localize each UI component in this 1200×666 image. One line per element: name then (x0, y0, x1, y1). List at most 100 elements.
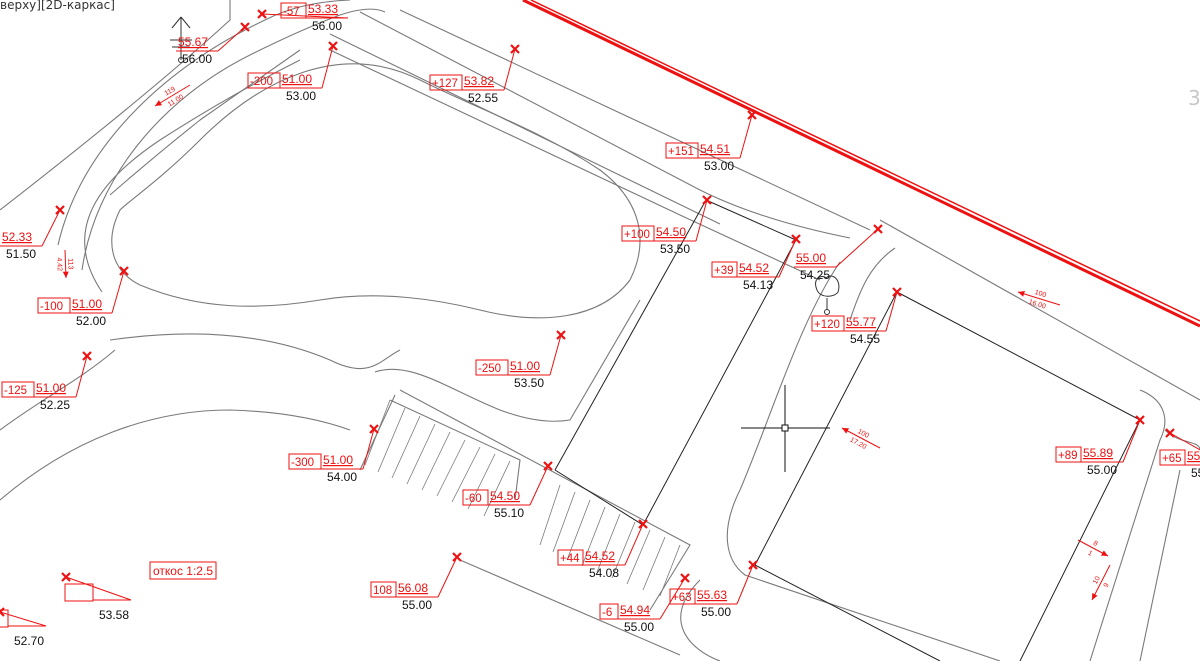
slope-value-text: 100 (856, 428, 870, 440)
design-elevation-text: 55.77 (846, 315, 876, 329)
existing-elevation-text: 53.58 (99, 608, 129, 622)
existing-elevation-text: 53.50 (660, 242, 690, 256)
existing-elevation-text: 53.00 (704, 159, 734, 173)
existing-elevation-text: 55.00 (402, 598, 432, 612)
existing-elevation-text: 54.00 (327, 470, 357, 484)
elevation-marker: 52.33 51.50 (0, 205, 65, 261)
elevation-marker: +151 54.51 53.00 (665, 110, 757, 173)
tree-symbol-icon (170, 16, 192, 63)
design-elevation-text: 51.00 (282, 72, 312, 86)
delta-text: +127 (432, 78, 458, 90)
delta-text: -300 (291, 457, 314, 469)
existing-elevation-text: 53.00 (286, 89, 316, 103)
delta-text: +120 (814, 319, 840, 331)
delta-text: -57 (283, 6, 300, 18)
delta-text: +89 (1058, 450, 1078, 462)
elevation-marker: 53.58 (61, 572, 132, 622)
design-elevation-text: 51.00 (323, 453, 353, 467)
design-elevation-text: 51.00 (510, 359, 540, 373)
existing-elevation-text: 54.13 (743, 278, 773, 292)
existing-elevation-text: 54.08 (589, 566, 619, 580)
existing-elevation-text: 53.50 (514, 376, 544, 390)
elevation-marker: -200 51.00 53.00 (247, 41, 338, 103)
slope-note-text: откос 1:2.5 (153, 564, 213, 578)
point-cross-icon (0, 607, 5, 617)
slope-value-text: 113 (66, 258, 73, 270)
design-elevation-text: 55.67 (178, 35, 208, 49)
design-elevation-text: 55.00 (796, 251, 826, 265)
design-elevation-text: 53.33 (308, 2, 338, 16)
hatched-strip (364, 399, 681, 597)
pole-symbol-icon (815, 275, 840, 315)
delta-text: +100 (624, 229, 650, 241)
existing-elevation-text: 55.00 (1191, 466, 1200, 480)
design-elevation-text: 54.52 (739, 261, 769, 275)
delta-text: 108 (373, 585, 392, 597)
design-elevation-text: 54.50 (490, 489, 520, 503)
elevation-marker: 52.70 (0, 607, 47, 648)
slope-value-text: 100 (1034, 289, 1047, 299)
elevation-marker: -125 51.00 52.25 (1, 351, 92, 412)
design-elevation-text: 55.89 (1083, 446, 1113, 460)
cursor-crosshair[interactable] (741, 385, 830, 472)
slope-length-text: 1 (1087, 550, 1094, 558)
delta-text: +151 (668, 146, 694, 158)
design-elevation-text: 56.08 (398, 581, 428, 595)
slope-value-text: 10 (1092, 575, 1102, 585)
existing-elevation-text: 52.70 (14, 634, 44, 648)
arrow-head-icon (1101, 550, 1108, 556)
delta-text: -100 (40, 301, 63, 313)
elevation-marker: 55.00 54.25 (794, 224, 883, 282)
delta-text: -60 (465, 493, 482, 505)
existing-elevation-text: 55.00 (1087, 463, 1117, 477)
design-elevation-text: 55.63 (697, 588, 727, 602)
delta-text: +65 (1162, 453, 1182, 465)
design-elevation-text: 54.94 (620, 603, 650, 617)
delta-text: -250 (478, 363, 501, 375)
elevation-marker: -60 54.50 55.10 (462, 461, 553, 520)
existing-elevation-text: 54.25 (800, 268, 830, 282)
existing-elevation-text: 52.25 (40, 398, 70, 412)
slope-note: откос 1:2.5 (149, 561, 217, 580)
design-elevation-text: 51.00 (36, 381, 66, 395)
design-elevation-text: 52.33 (2, 230, 32, 244)
delta-text: -125 (4, 385, 27, 397)
design-elevation-text: 54.52 (585, 549, 615, 563)
arrow-head-icon (1092, 593, 1098, 600)
design-elevation-text: 53.82 (464, 74, 494, 88)
existing-elevation-text: 51.50 (6, 247, 36, 261)
delta-text: -6 (602, 607, 612, 619)
existing-elevation-text: 55.00 (701, 605, 731, 619)
delta-text: -200 (250, 76, 273, 88)
elevation-marker: 108 56.08 55.00 (370, 552, 462, 612)
arrow-head-icon (62, 271, 69, 278)
slope-value-text: 119 (164, 86, 177, 98)
elevation-marker: -250 51.00 53.50 (475, 330, 566, 390)
design-elevation-text: 54.51 (700, 142, 730, 156)
property-boundary (522, 0, 1200, 328)
existing-elevation-text: 52.55 (468, 91, 498, 105)
existing-elevation-text: 55.10 (494, 506, 524, 520)
slope-arrow: 81 (1077, 539, 1109, 558)
elevation-marker: +65 55.85 55.00 (1159, 428, 1200, 480)
design-elevation-text: 55.85 (1187, 449, 1200, 463)
viewport-label: верху][2D-каркас] (0, 0, 115, 12)
arrow-head-icon (842, 428, 849, 434)
